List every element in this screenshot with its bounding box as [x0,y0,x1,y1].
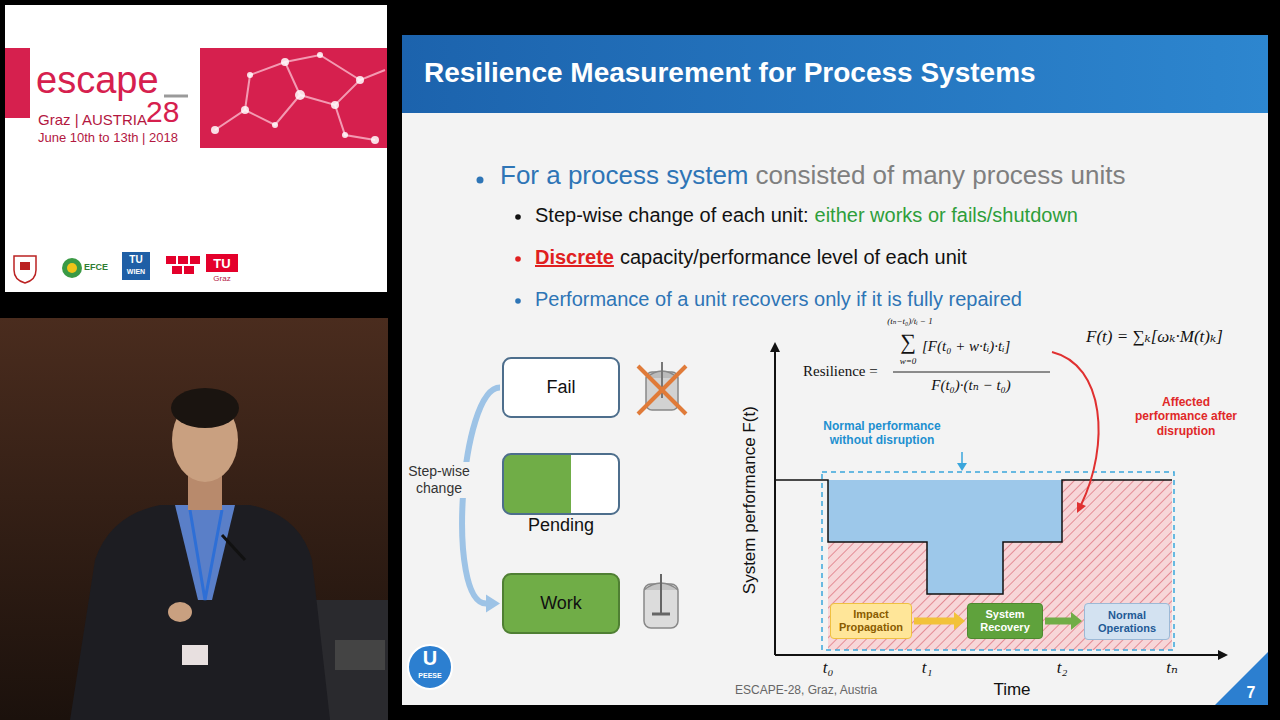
axis-title: System performance F(t) [740,406,760,594]
phase-arrow [1045,612,1082,630]
phase-box: System Recovery [967,603,1043,639]
slide-footer: ESCAPE-28, Graz, Austria [735,683,877,697]
state-box: Pending [502,453,620,515]
node-text: Normal Operations [1089,609,1165,634]
axis-tick: t₁ [922,658,933,678]
slide-title: Resilience Measurement for Process Syste… [424,56,1036,90]
formula-text: F(t) = ∑ₖ[ωₖ·M(t)ₖ] [1086,327,1223,347]
formula-limit: w=0 [900,356,917,367]
node-text: Fail [546,377,575,398]
sponsor-logo-text: WIEN [127,268,145,276]
callout-text: Affected performance after disruption [1130,395,1242,438]
node-text: Work [540,593,582,614]
formula-numerator: [F(t₀ + w·tᵢ)·tᵢ] [922,337,1010,355]
bullet-dots [477,177,521,304]
sub-bullet-text: Performance of a unit recovers only if i… [535,287,1022,311]
axis-tick: t₀ [823,658,834,678]
sub-bullet-text: Discrete [535,245,614,269]
sponsor-logo-text: Graz [213,274,230,284]
formula-text: Resilience = [803,362,878,380]
phase-box: Normal Operations [1084,603,1170,640]
axis-title: Time [993,680,1030,700]
event-date: June 10th to 13th | 2018 [38,130,178,146]
node-text: Pending [504,515,618,536]
sponsor-logo-text: TU [213,256,230,272]
event-logo-panel [5,5,387,292]
event-logo-number: 28 [146,94,179,130]
speaker-photo [0,318,388,720]
formula-limit: (tₙ−t₀)/tᵢ − 1 [887,316,932,327]
formula-sum: ∑ [900,331,916,353]
sponsor-logo-text: EFCE [84,262,108,273]
formula-denominator: F(t₀)·(tₙ − t₀) [931,376,1011,394]
axis-tick: t₂ [1057,658,1068,678]
state-box: Fail [502,357,620,418]
event-logo-text: escape [36,58,159,104]
bullet-text: consisted of many process units [756,160,1126,191]
sub-bullet-text: either works or fails/shutdown [815,203,1078,227]
lab-logo-text: PEESE [418,672,441,680]
sub-bullet-text: Step-wise change of each unit: [535,203,809,227]
callout-text: Normal performance without disruption [807,419,957,448]
sub-bullet-text: capacity/performance level of each unit [620,245,967,269]
lab-logo-text: U [423,648,437,668]
performance-chart [770,342,1228,660]
node-text: System Recovery [972,608,1038,633]
bullet-text: For a process system [500,160,749,191]
event-location: Graz | AUSTRIA [38,111,147,129]
sponsor-logo-text: TU [129,254,142,266]
phase-arrow [914,612,965,630]
reactor-icons [638,362,686,628]
node-text: Impact Propagation [835,608,907,633]
edge-label: Step-wise change [404,462,474,498]
state-box: Work [502,573,620,634]
axis-tick: tₙ [1166,658,1178,678]
phase-box: Impact Propagation [830,603,912,639]
slide-frame [402,35,1268,705]
slide-number: 7 [1247,683,1256,702]
transition-arrow [462,388,500,613]
